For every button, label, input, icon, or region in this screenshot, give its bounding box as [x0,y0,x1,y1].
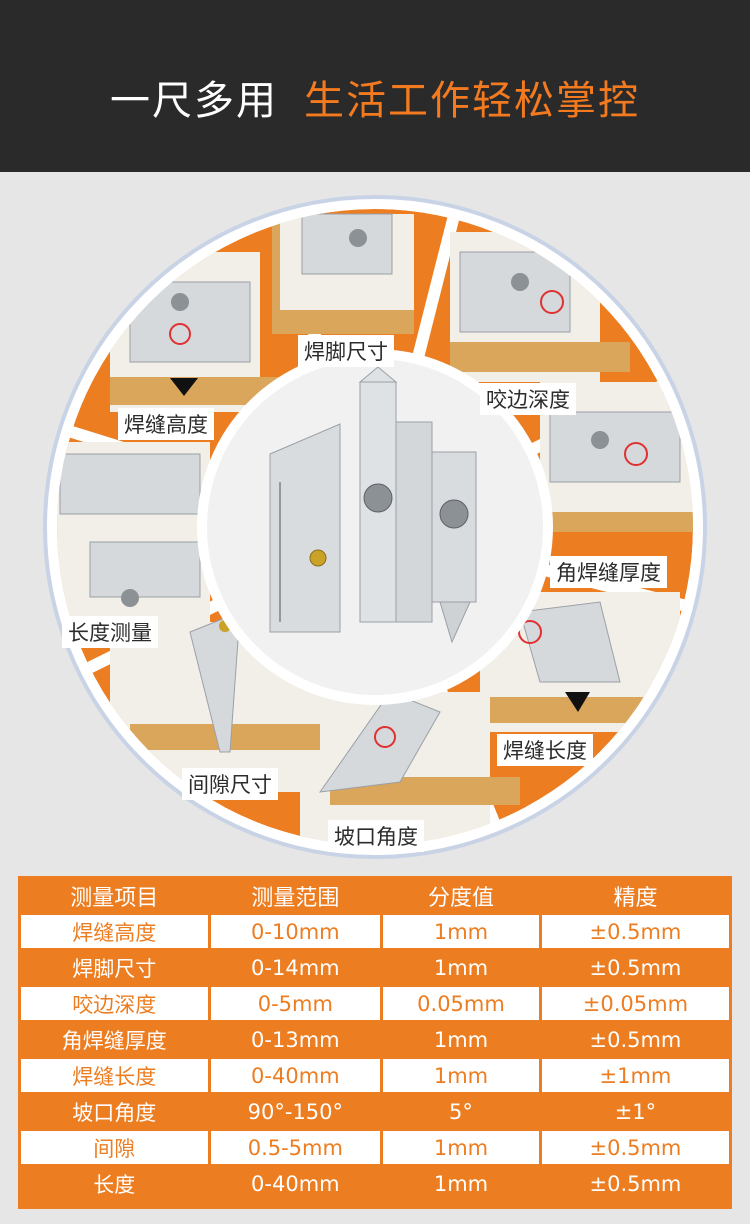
cell-accuracy: ±0.5mm [541,951,729,984]
label-bevel-angle: 坡口角度 [328,820,424,852]
cell-item: 焊缝高度 [21,915,208,948]
spec-table: 测量项目 测量范围 分度值 精度 焊缝高度 0-10mm 1mm ±0.5mm … [18,876,732,1209]
title-orange: 生活工作轻松掌控 [304,78,640,124]
cell-division: 5° [383,1095,539,1128]
cell-division: 1mm [383,951,539,984]
table-row: 长度 0-40mm 1mm ±0.5mm [21,1167,729,1200]
photo-weld-height [110,252,280,412]
table-row: 间隙 0.5-5mm 1mm ±0.5mm [21,1131,729,1164]
gauge-center-image [269,366,477,644]
label-fillet-throat: 角焊缝厚度 [550,556,667,588]
title-white: 一尺多用 [110,78,278,124]
photo-fillet-leg [272,213,414,334]
gauge-wheel-illustration [43,195,707,859]
cell-item: 长度 [21,1167,208,1200]
label-weld-height: 焊缝高度 [118,408,214,440]
label-fillet-leg: 焊脚尺寸 [298,335,394,367]
header-division: 分度值 [383,879,539,912]
cell-division: 1mm [383,1167,539,1200]
cell-item: 焊缝长度 [21,1059,208,1092]
cell-range: 0-40mm [210,1167,381,1200]
cell-accuracy: ±0.5mm [541,915,729,948]
cell-item: 间隙 [21,1131,208,1164]
cell-accuracy: ±0.5mm [541,1131,729,1164]
cell-item: 焊脚尺寸 [21,951,208,984]
cell-division: 1mm [383,915,539,948]
label-weld-length: 焊缝长度 [497,734,593,766]
cell-division: 1mm [383,1131,539,1164]
cell-division: 0.05mm [383,987,539,1020]
cell-accuracy: ±0.5mm [541,1023,729,1056]
header-banner: 一尺多用生活工作轻松掌控 [0,0,750,172]
table-row: 焊缝长度 0-40mm 1mm ±1mm [21,1059,729,1092]
banner-title: 一尺多用生活工作轻松掌控 [0,68,750,126]
cell-accuracy: ±1mm [541,1059,729,1092]
cell-item: 坡口角度 [21,1095,208,1128]
cell-item: 咬边深度 [21,987,208,1020]
cell-range: 0-40mm [210,1059,381,1092]
label-undercut-depth: 咬边深度 [480,383,576,415]
label-gap-size: 间隙尺寸 [182,768,278,800]
cell-accuracy: ±1° [541,1095,729,1128]
photo-length [57,442,210,622]
photo-bevel-angle [300,691,520,845]
cell-range: 0-5mm [210,987,381,1020]
cell-item: 角焊缝厚度 [21,1023,208,1056]
table-row: 焊脚尺寸 0-14mm 1mm ±0.5mm [21,951,729,984]
table-row: 坡口角度 90°-150° 5° ±1° [21,1095,729,1128]
cell-accuracy: ±0.5mm [541,1167,729,1200]
cell-range: 0-13mm [210,1023,381,1056]
cell-division: 1mm [383,1059,539,1092]
header-item: 测量项目 [21,879,208,912]
table-row: 焊缝高度 0-10mm 1mm ±0.5mm [21,915,729,948]
header-accuracy: 精度 [541,879,729,912]
cell-accuracy: ±0.05mm [541,987,729,1020]
cell-range: 0-10mm [210,915,381,948]
table-row: 咬边深度 0-5mm 0.05mm ±0.05mm [21,987,729,1020]
cell-range: 0.5-5mm [210,1131,381,1164]
cell-division: 1mm [383,1023,539,1056]
cell-range: 90°-150° [210,1095,381,1128]
table-row: 角焊缝厚度 0-13mm 1mm ±0.5mm [21,1023,729,1056]
header-range: 测量范围 [210,879,381,912]
label-length-measure: 长度测量 [62,616,158,648]
table-header-row: 测量项目 测量范围 分度值 精度 [21,879,729,912]
cell-range: 0-14mm [210,951,381,984]
